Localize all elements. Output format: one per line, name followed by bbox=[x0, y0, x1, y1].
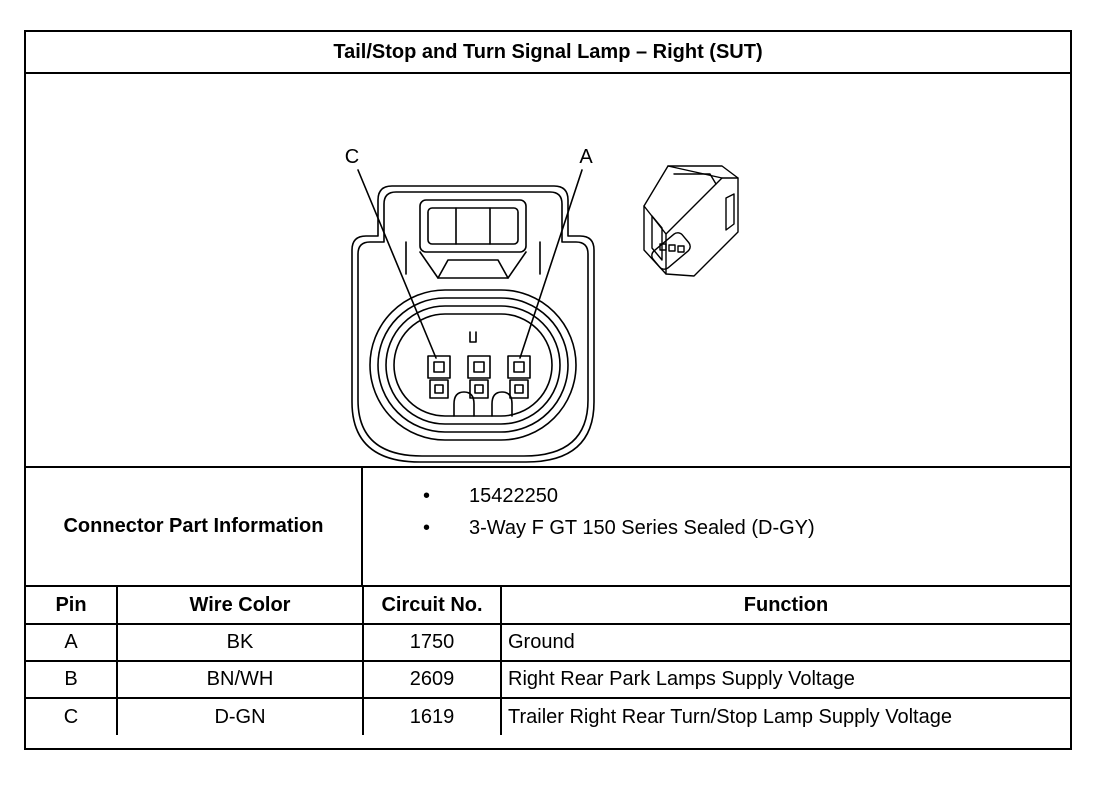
cell-pin: B bbox=[26, 660, 118, 699]
cell-circuit-no: 2609 bbox=[362, 660, 502, 699]
connector-sheet: Tail/Stop and Turn Signal Lamp – Right (… bbox=[24, 30, 1072, 750]
cell-pin: A bbox=[26, 623, 118, 662]
cell-function: Ground bbox=[500, 623, 1070, 662]
cell-circuit-no: 1619 bbox=[362, 697, 502, 735]
cell-wire-color: BK bbox=[116, 623, 364, 662]
table-row: C D-GN 1619 Trailer Right Rear Turn/Stop… bbox=[26, 697, 1070, 735]
cell-pin: C bbox=[26, 697, 118, 735]
pin-table-header: Pin Wire Color Circuit No. Function bbox=[26, 587, 1070, 625]
connector-diagram: C A bbox=[345, 146, 739, 463]
pin-label-c: C bbox=[345, 146, 359, 168]
cell-function: Trailer Right Rear Turn/Stop Lamp Supply… bbox=[500, 697, 1070, 735]
connector-isometric-icon bbox=[643, 165, 739, 277]
cell-circuit-no: 1750 bbox=[362, 623, 502, 662]
connector-figure: C A bbox=[26, 74, 1070, 468]
pin-table: Pin Wire Color Circuit No. Function A BK… bbox=[26, 587, 1070, 735]
table-row: A BK 1750 Ground bbox=[26, 623, 1070, 662]
part-number: 15422250 bbox=[469, 485, 558, 507]
cell-function: Right Rear Park Lamps Supply Voltage bbox=[500, 660, 1070, 699]
cell-wire-color: BN/WH bbox=[116, 660, 364, 699]
header-wire-color: Wire Color bbox=[116, 587, 364, 625]
connector-face-icon bbox=[351, 169, 595, 463]
header-pin: Pin bbox=[26, 587, 118, 625]
connector-part-info: Connector Part Information • 15422250 • … bbox=[26, 468, 1070, 587]
bullet-icon: • bbox=[423, 517, 431, 539]
pin-label-a: A bbox=[579, 146, 593, 168]
header-circuit-no: Circuit No. bbox=[362, 587, 502, 625]
bullet-icon: • bbox=[423, 485, 431, 507]
info-item-part-number: • 15422250 bbox=[363, 480, 1070, 512]
info-item-description: • 3-Way F GT 150 Series Sealed (D-GY) bbox=[363, 512, 1070, 544]
cell-wire-color: D-GN bbox=[116, 697, 364, 735]
page-title: Tail/Stop and Turn Signal Lamp – Right (… bbox=[26, 32, 1070, 74]
connector-info-label: Connector Part Information bbox=[26, 468, 363, 585]
connector-description: 3-Way F GT 150 Series Sealed (D-GY) bbox=[469, 517, 815, 539]
header-function: Function bbox=[500, 587, 1070, 625]
table-row: B BN/WH 2609 Right Rear Park Lamps Suppl… bbox=[26, 660, 1070, 699]
connector-info-list: • 15422250 • 3-Way F GT 150 Series Seale… bbox=[363, 468, 1070, 597]
